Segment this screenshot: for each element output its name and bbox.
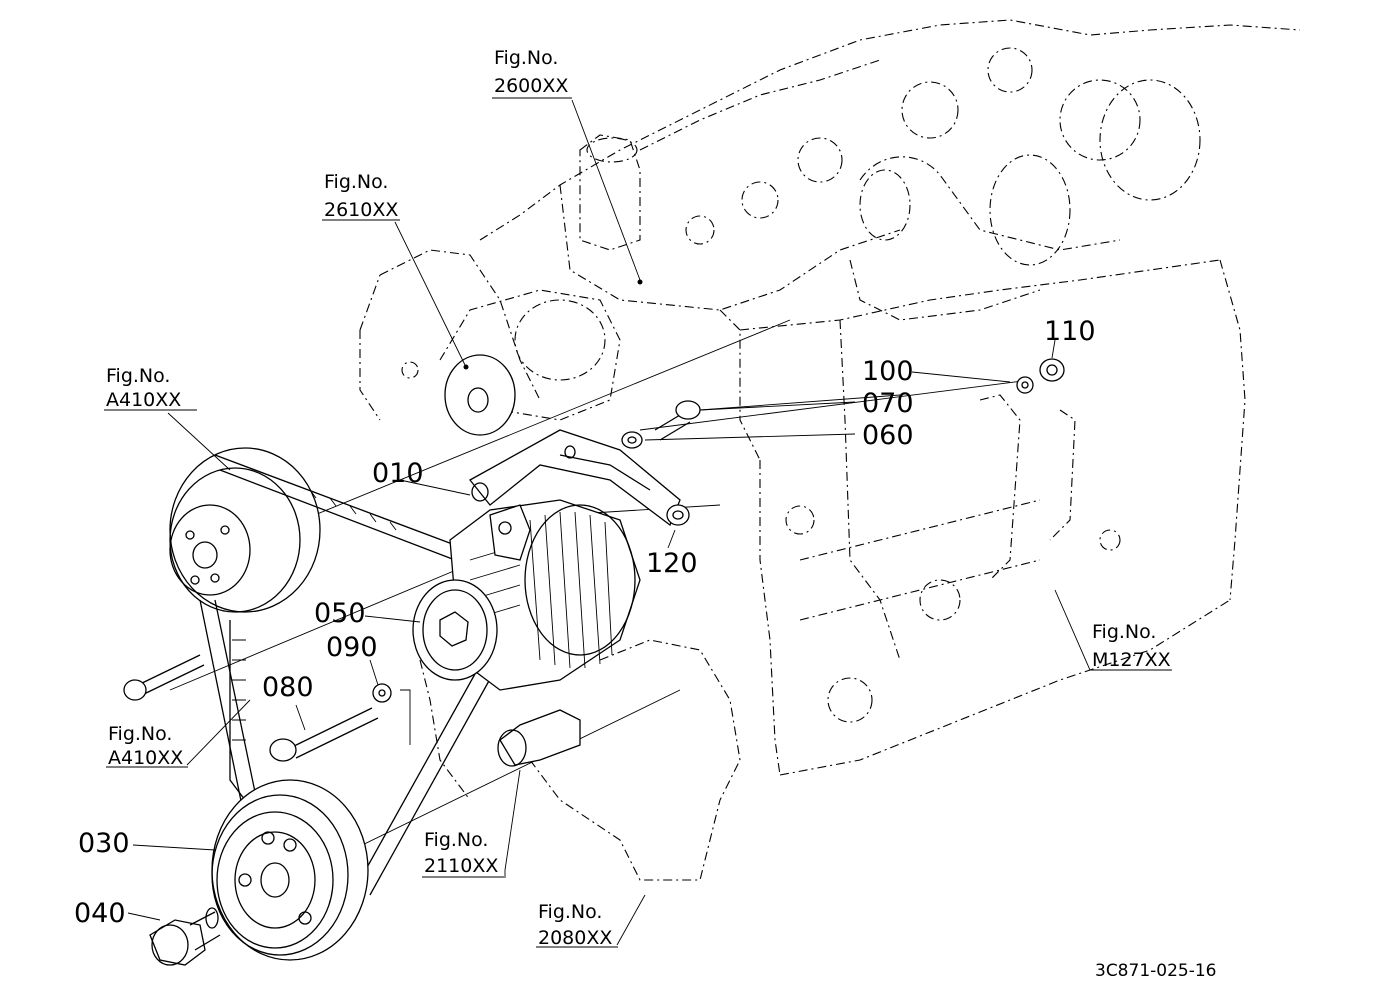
fig-ref-2080: Fig.No. 2080XX: [538, 901, 612, 949]
fig-ref-2110-line1: Fig.No.: [424, 829, 488, 851]
fig-ref-2110: Fig.No. 2110XX: [424, 829, 498, 877]
reference-underlines: [104, 97, 1172, 948]
fig-ref-m127-line2: M127XX: [1092, 649, 1171, 671]
part-label-050: 050: [314, 598, 366, 629]
part-label-030: 030: [78, 828, 130, 859]
fig-ref-m127: Fig.No. M127XX: [1092, 621, 1171, 671]
alternator-pulley: [412, 579, 498, 681]
fig-ref-m127-line1: Fig.No.: [1092, 621, 1156, 643]
fig-ref-a410-top-line1: Fig.No.: [106, 365, 170, 387]
fig-ref-2600: Fig.No. 2600XX: [494, 47, 568, 97]
tension-bracket: [469, 429, 681, 527]
part-label-040: 040: [74, 898, 126, 929]
fig-ref-a410-bottom-line2: A410XX: [108, 747, 183, 769]
fig-ref-a410-bottom: Fig.No. A410XX: [108, 723, 183, 769]
part-label-010: 010: [372, 458, 424, 489]
fig-ref-2610-line2: 2610XX: [324, 199, 398, 221]
fig-ref-2610-line1: Fig.No.: [324, 171, 388, 193]
fig-ref-a410-top-line2: A410XX: [106, 389, 181, 411]
starter-gear: [497, 709, 581, 767]
part-label-070: 070: [862, 388, 914, 419]
fig-ref-a410-bottom-line1: Fig.No.: [108, 723, 172, 745]
fig-ref-2080-line1: Fig.No.: [538, 901, 602, 923]
bolt-070: [654, 400, 701, 441]
washer-060: [621, 431, 643, 449]
fig-ref-2600-line1: Fig.No.: [494, 47, 558, 69]
fig-ref-2600-line2: 2600XX: [494, 75, 568, 97]
part-label-090: 090: [326, 632, 378, 663]
engine-block-outline: [359, 19, 1301, 881]
bolt-080: [269, 707, 379, 762]
fig-ref-2080-line2: 2080XX: [538, 927, 612, 949]
part-label-080: 080: [262, 672, 314, 703]
nut-110: [1039, 358, 1065, 382]
part-label-120: 120: [646, 548, 698, 579]
washer-100: [1016, 376, 1034, 394]
washer-090: [372, 683, 392, 703]
crankshaft-pulley: [211, 779, 369, 961]
part-label-060: 060: [862, 420, 914, 451]
fig-ref-2110-line2: 2110XX: [424, 855, 498, 877]
crankshaft-bolt: [149, 907, 221, 966]
bolt-a410: [123, 654, 205, 701]
drawing-code: 3C871-025-16: [1095, 961, 1216, 981]
part-label-100: 100: [862, 356, 914, 387]
part-label-110: 110: [1044, 316, 1096, 347]
fig-ref-a410-top: Fig.No. A410XX: [106, 365, 181, 411]
nut-120: [666, 504, 690, 526]
fan-pulley: [169, 447, 321, 613]
fig-ref-2610: Fig.No. 2610XX: [324, 171, 398, 221]
alternator: [449, 499, 641, 691]
water-pump-flange: [444, 354, 516, 436]
